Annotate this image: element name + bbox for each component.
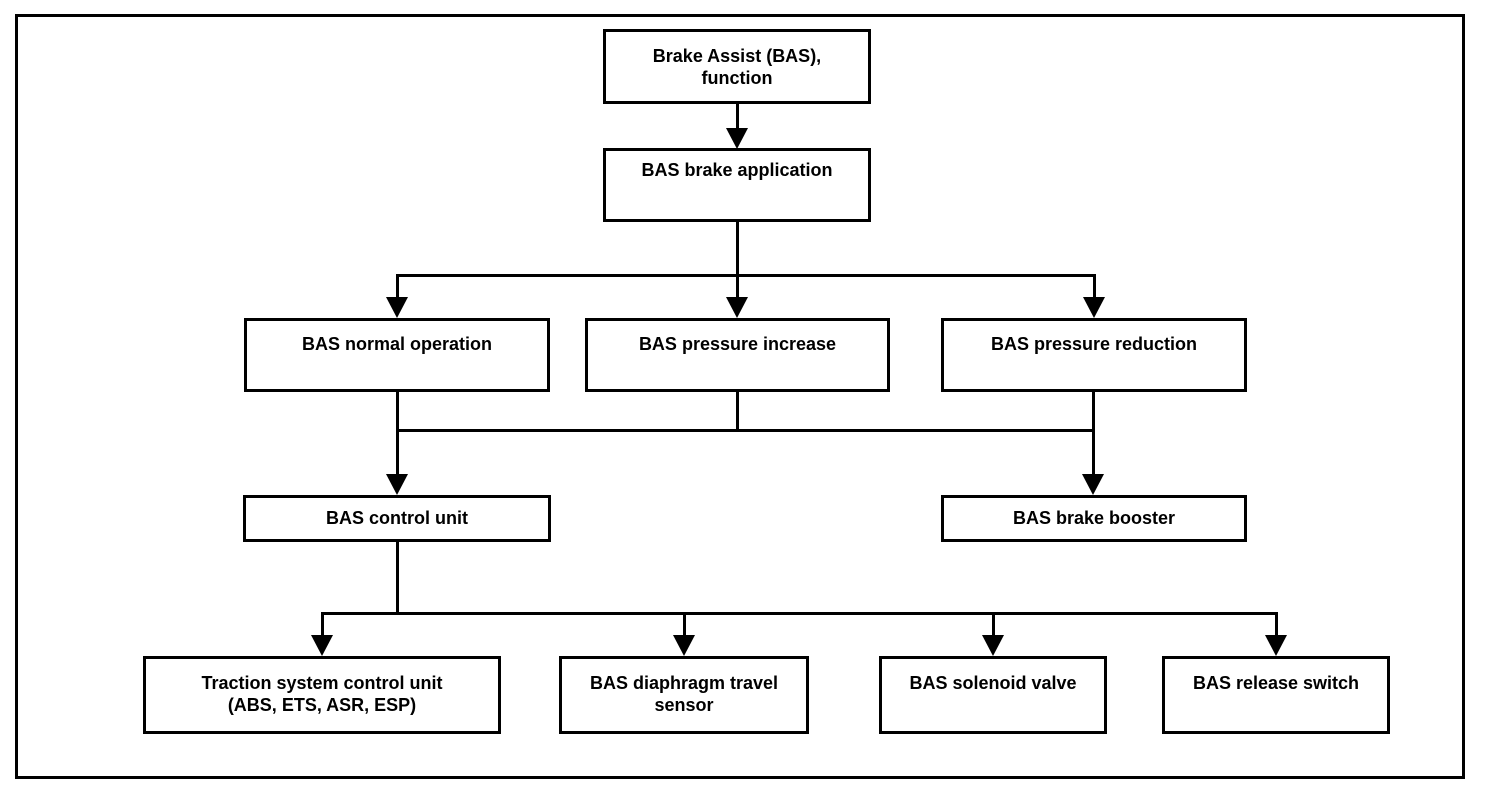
node-bas-pressure-increase[interactable]: BAS pressure increase: [585, 318, 890, 392]
arrow-down-icon: [726, 128, 748, 149]
connector-to-traction-control-unit: [321, 615, 324, 637]
arrow-down-icon: [1083, 297, 1105, 318]
node-label: BAS pressure reduction: [990, 334, 1198, 354]
node-bas-control-unit[interactable]: BAS control unit: [243, 495, 551, 542]
node-bas-solenoid-valve[interactable]: BAS solenoid valve: [879, 656, 1107, 734]
connector-branch-bus-bottom: [321, 612, 1278, 615]
node-label: Brake Assist (BAS), function: [652, 46, 822, 88]
arrow-down-icon: [386, 297, 408, 318]
node-label: BAS brake booster: [1012, 508, 1176, 528]
connector-application-stem: [736, 222, 739, 277]
node-bas-brake-application[interactable]: BAS brake application: [603, 148, 871, 222]
connector-normal-operation-down: [396, 392, 399, 432]
node-label: Traction system control unit (ABS, ETS, …: [201, 673, 443, 715]
arrow-down-icon: [386, 474, 408, 495]
node-bas-pressure-reduction[interactable]: BAS pressure reduction: [941, 318, 1247, 392]
connector-branch-bus-middle: [396, 429, 1095, 432]
node-label: BAS pressure increase: [638, 334, 837, 354]
connector-pressure-reduction-down: [1092, 392, 1095, 477]
connector-to-pressure-reduction: [1093, 277, 1096, 299]
arrow-down-icon: [1082, 474, 1104, 495]
connector-to-normal-operation: [396, 277, 399, 299]
connector-pressure-increase-down: [736, 392, 739, 432]
connector-control-unit-stem: [396, 542, 399, 615]
arrow-down-icon: [311, 635, 333, 656]
connector-to-control-unit: [396, 432, 399, 476]
arrow-down-icon: [726, 297, 748, 318]
connector-to-diaphragm-travel-sensor: [683, 615, 686, 637]
node-bas-normal-operation[interactable]: BAS normal operation: [244, 318, 550, 392]
node-bas-release-switch[interactable]: BAS release switch: [1162, 656, 1390, 734]
node-traction-system-control-unit[interactable]: Traction system control unit (ABS, ETS, …: [143, 656, 501, 734]
node-label: BAS normal operation: [301, 334, 493, 354]
connector-to-pressure-increase: [736, 277, 739, 299]
node-label: BAS brake application: [641, 160, 833, 180]
node-label: BAS diaphragm travel sensor: [589, 673, 779, 715]
node-bas-brake-booster[interactable]: BAS brake booster: [941, 495, 1247, 542]
node-bas-diaphragm-travel-sensor[interactable]: BAS diaphragm travel sensor: [559, 656, 809, 734]
connector-branch-bus-top: [396, 274, 1096, 277]
node-label: BAS control unit: [326, 508, 468, 528]
node-label: BAS release switch: [1192, 673, 1360, 693]
node-brake-assist-function[interactable]: Brake Assist (BAS), function: [603, 29, 871, 104]
connector-to-solenoid-valve: [992, 615, 995, 637]
arrow-down-icon: [1265, 635, 1287, 656]
connector-function-to-application: [736, 104, 739, 130]
arrow-down-icon: [982, 635, 1004, 656]
connector-to-release-switch: [1275, 615, 1278, 637]
node-label: BAS solenoid valve: [909, 673, 1077, 693]
arrow-down-icon: [673, 635, 695, 656]
